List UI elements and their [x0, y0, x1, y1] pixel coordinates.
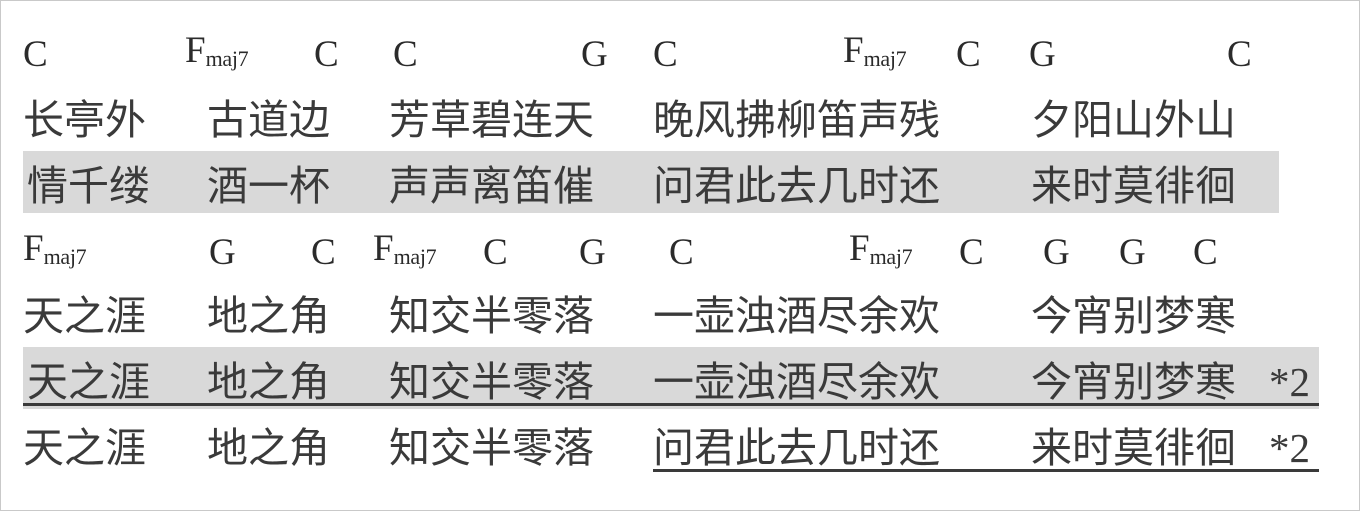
chord-label: C — [653, 35, 678, 75]
chord-root: C — [23, 34, 48, 75]
lyric-phrase: 酒一杯 — [207, 162, 330, 210]
chord-root: G — [581, 34, 608, 75]
chord-extension: maj7 — [869, 244, 913, 269]
chord-label: Fmaj7 — [185, 30, 249, 75]
lyric-phrase: 知交半零落 — [389, 424, 594, 472]
lyric-row: 天之涯 地之角 知交半零落 一壶浊酒尽余欢 今宵别梦寒 *2 — [1, 347, 1359, 409]
lyric-highlight — [23, 151, 1279, 213]
chord-label: Fmaj7 — [843, 30, 907, 75]
lyric-phrase: 一壶浊酒尽余欢 — [653, 358, 940, 406]
chord-root: C — [393, 34, 418, 75]
lyric-phrase: 知交半零落 — [389, 292, 594, 340]
lyric-phrase: 来时莫徘徊 — [1031, 162, 1236, 210]
chord-root: F — [849, 228, 870, 269]
chord-label: G — [209, 233, 236, 273]
chord-label: C — [1193, 233, 1218, 273]
chord-root: G — [209, 232, 236, 273]
chord-label: C — [959, 233, 984, 273]
chord-row: C Fmaj7 C C G C Fmaj7 C G C — [1, 29, 1359, 75]
chord-label: C — [956, 35, 981, 75]
lyric-phrase: 天之涯 — [23, 292, 146, 340]
chord-extension: maj7 — [393, 244, 437, 269]
lyric-row: 长亭外 古道边 芳草碧连天 晚风拂柳笛声残 夕阳山外山 — [1, 85, 1359, 147]
chord-label: Fmaj7 — [373, 228, 437, 273]
lyric-phrase: 长亭外 — [23, 96, 146, 144]
lyric-phrase: 天之涯 — [23, 424, 146, 472]
lyric-phrase: 地之角 — [207, 292, 330, 340]
chord-root: F — [185, 30, 206, 71]
chord-extension: maj7 — [205, 46, 249, 71]
chord-extension: maj7 — [43, 244, 87, 269]
chord-root: G — [1043, 232, 1070, 273]
lyric-phrase: 今宵别梦寒 — [1031, 358, 1236, 406]
chord-label: Fmaj7 — [23, 228, 87, 273]
lyric-highlight — [23, 347, 1319, 409]
lyric-phrase: 芳草碧连天 — [389, 96, 594, 144]
lyric-phrase: 情千缕 — [27, 162, 150, 210]
chord-root: F — [373, 228, 394, 269]
chord-root: C — [314, 34, 339, 75]
lyric-row: 情千缕 酒一杯 声声离笛催 问君此去几时还 来时莫徘徊 — [1, 151, 1359, 213]
chord-label: G — [1043, 233, 1070, 273]
chord-root: C — [483, 232, 508, 273]
chord-root: C — [653, 34, 678, 75]
chord-label: C — [483, 233, 508, 273]
lyric-row: 天之涯 地之角 知交半零落 一壶浊酒尽余欢 今宵别梦寒 — [1, 281, 1359, 343]
lyric-phrase: 来时莫徘徊 — [1031, 424, 1236, 472]
chord-label: C — [23, 35, 48, 75]
chord-label: C — [1227, 35, 1252, 75]
lyric-phrase: 夕阳山外山 — [1031, 96, 1236, 144]
lyric-phrase: 地之角 — [207, 358, 330, 406]
lyric-phrase: 一壶浊酒尽余欢 — [653, 292, 940, 340]
chord-root: C — [1227, 34, 1252, 75]
lyric-underline — [653, 469, 1319, 472]
chord-label: C — [393, 35, 418, 75]
lyric-underline — [23, 403, 1319, 406]
chord-root: C — [956, 34, 981, 75]
chord-root: G — [579, 232, 606, 273]
lyric-row: 天之涯 地之角 知交半零落 问君此去几时还 来时莫徘徊 *2 — [1, 413, 1359, 475]
chord-label: C — [311, 233, 336, 273]
chord-root: C — [1193, 232, 1218, 273]
chord-label: C — [314, 35, 339, 75]
chord-root: C — [311, 232, 336, 273]
lyric-phrase: 知交半零落 — [389, 358, 594, 406]
chord-root: G — [1029, 34, 1056, 75]
chord-label: C — [669, 233, 694, 273]
lyric-phrase: 地之角 — [207, 424, 330, 472]
chord-label: Fmaj7 — [849, 228, 913, 273]
chord-extension: maj7 — [863, 46, 907, 71]
chord-label: G — [1029, 35, 1056, 75]
lyric-phrase: 古道边 — [207, 96, 330, 144]
lyric-phrase: 问君此去几时还 — [653, 424, 940, 472]
chord-root: C — [669, 232, 694, 273]
lyric-phrase: 声声离笛催 — [389, 162, 594, 210]
chord-root: G — [1119, 232, 1146, 273]
chord-label: G — [579, 233, 606, 273]
chord-root: C — [959, 232, 984, 273]
lyric-repeat-marker: *2 — [1269, 359, 1310, 405]
lyric-phrase: 问君此去几时还 — [653, 162, 940, 210]
lyric-phrase: 晚风拂柳笛声残 — [653, 96, 940, 144]
chord-label: G — [581, 35, 608, 75]
chord-root: F — [843, 30, 864, 71]
lyric-phrase: 天之涯 — [27, 358, 150, 406]
chord-root: F — [23, 228, 44, 269]
chord-label: G — [1119, 233, 1146, 273]
lyric-repeat-marker: *2 — [1269, 425, 1310, 471]
lyric-phrase: 今宵别梦寒 — [1031, 292, 1236, 340]
